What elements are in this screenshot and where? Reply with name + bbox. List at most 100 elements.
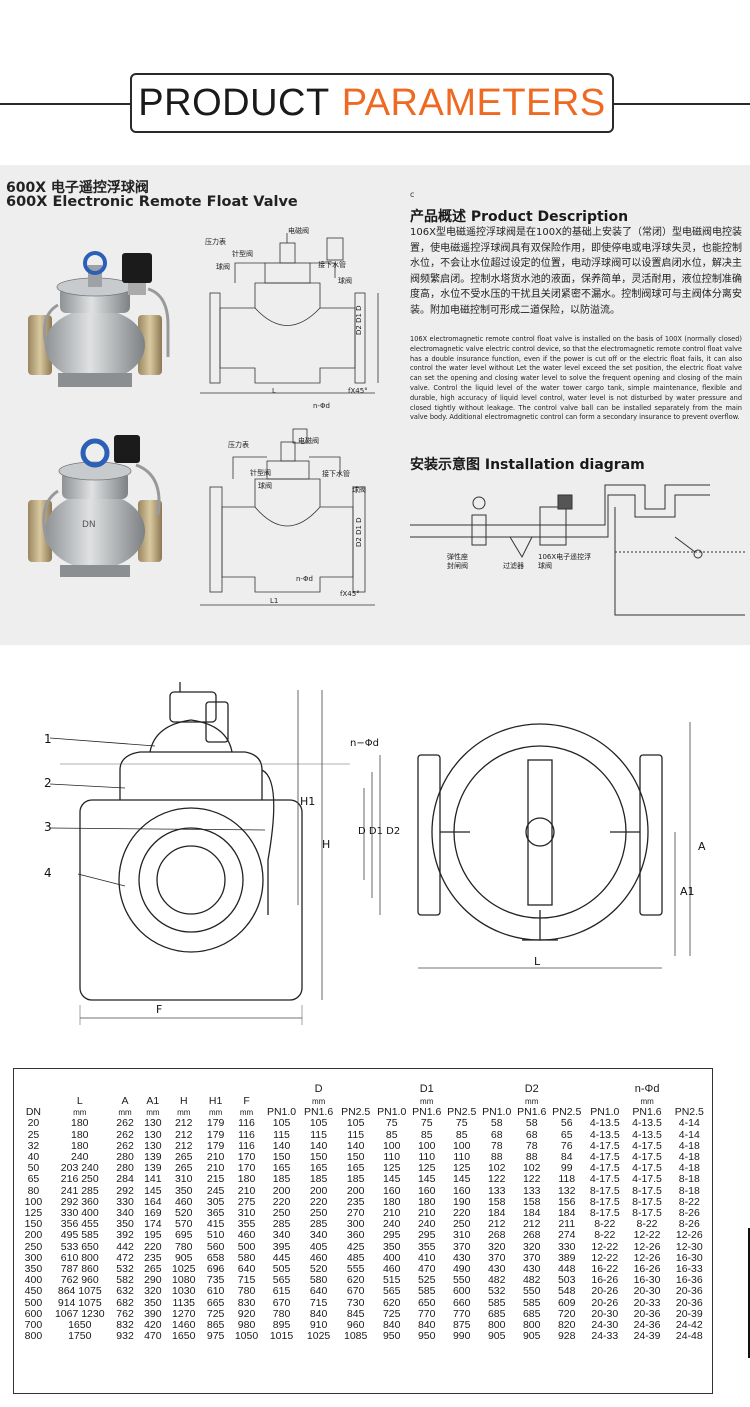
table-cell: 262	[116, 1129, 134, 1141]
label-diameters-1: D2 D1 D	[355, 305, 363, 335]
table-cell: 25	[27, 1129, 40, 1141]
table-cell: 350	[24, 1264, 43, 1276]
spec-table: D D1 D2 n-Φd L A A1 H H1 F mm mm mm mm D…	[18, 1082, 710, 1342]
table-cell: 220	[144, 1241, 162, 1253]
table-cell: 4-17.5	[589, 1140, 620, 1152]
table-cell: 762	[116, 1308, 134, 1320]
head-dn: DN	[25, 1107, 42, 1119]
table-cell: 8-26	[678, 1219, 700, 1231]
table-cell: 88	[525, 1152, 538, 1164]
table-cell: 914 1075	[57, 1297, 102, 1309]
table-cell: 895	[272, 1320, 291, 1332]
table-cell: 80	[27, 1185, 40, 1197]
table-cell: 99	[560, 1163, 573, 1175]
label-ball-valve-3: 球阀	[258, 482, 272, 490]
table-cell: 160	[382, 1185, 401, 1197]
table-cell: 600	[24, 1308, 43, 1320]
table-cell: 4-13.5	[589, 1129, 620, 1141]
table-cell: 12-26	[633, 1252, 661, 1264]
install-label-float-valve: 106X电子遥控浮球阀	[538, 553, 592, 570]
head-nd: n-Φd	[634, 1083, 660, 1095]
label-drain-2: 接下水管	[322, 470, 350, 478]
table-cell: 185	[272, 1174, 291, 1186]
table-cell: 245	[206, 1185, 225, 1197]
table-cell: 310	[174, 1174, 193, 1186]
table-cell: 305	[206, 1196, 225, 1208]
table-cell: 960	[346, 1320, 365, 1332]
table-cell: 585	[487, 1297, 506, 1309]
table-cell: 550	[452, 1275, 471, 1287]
table-cell: 350	[116, 1219, 134, 1231]
table-cell: 24-42	[675, 1320, 703, 1332]
table-cell: 164	[144, 1196, 162, 1208]
table-cell: 75	[420, 1118, 433, 1130]
table-cell: 270	[346, 1208, 365, 1220]
table-cell: 150	[272, 1152, 291, 1164]
table-cell: 8-22	[636, 1219, 658, 1231]
table-cell: 490	[452, 1264, 471, 1276]
label-diameters-2: D2 D1 D	[355, 517, 363, 547]
table-cell: 410	[417, 1252, 436, 1264]
head-h1: H1	[208, 1096, 223, 1107]
table-cell: 12-30	[675, 1241, 703, 1253]
table-cell: 122	[522, 1174, 541, 1186]
table-cell: 16-26	[633, 1264, 661, 1276]
table-cell: 235	[144, 1252, 162, 1264]
table-cell: 65	[560, 1129, 573, 1141]
table-cell: 65	[27, 1174, 40, 1186]
unit-h: mm	[177, 1108, 191, 1118]
table-cell: 158	[487, 1196, 506, 1208]
table-cell: 102	[487, 1163, 506, 1175]
table-cell: 140	[309, 1140, 328, 1152]
table-cell: 1750	[68, 1331, 92, 1343]
table-cell: 211	[558, 1219, 576, 1231]
table-cell: 905	[487, 1331, 506, 1343]
table-cell: 184	[522, 1208, 541, 1220]
table-cell: 8-17.5	[589, 1185, 620, 1197]
label-chamfer-1: fX45°	[348, 387, 368, 395]
head-d: D	[314, 1083, 323, 1095]
table-cell: 720	[557, 1308, 576, 1320]
table-cell: 4-17.5	[632, 1152, 662, 1164]
table-cell: 165	[272, 1163, 291, 1175]
table-cell: 865	[206, 1320, 225, 1332]
table-header-row-1: D D1 D2 n-Φd	[18, 1082, 710, 1096]
table-cell: 1067 1230	[54, 1308, 105, 1320]
install-label-filter: 过滤器	[503, 562, 524, 570]
table-cell: 1085	[343, 1331, 368, 1343]
section-drawing-lower	[200, 428, 375, 606]
table-cell: 4-17.5	[589, 1152, 620, 1164]
table-cell: 932	[116, 1331, 134, 1343]
table-cell: 470	[417, 1264, 436, 1276]
dim-d: D D1 D2	[358, 826, 401, 837]
installation-heading: 安装示意图 Installation diagram	[410, 457, 645, 473]
table-cell: 820	[557, 1320, 576, 1332]
table-cell: 125	[382, 1163, 401, 1175]
table-cell: 105	[309, 1118, 328, 1130]
table-cell: 470	[144, 1331, 162, 1343]
table-cell: 460	[309, 1252, 328, 1264]
table-cell: 180	[70, 1129, 89, 1141]
table-cell: 533 650	[60, 1241, 99, 1253]
table-cell: 585	[417, 1286, 436, 1298]
table-cell: 56	[560, 1118, 573, 1130]
table-cell: 500	[24, 1297, 43, 1309]
dim-a: A	[698, 840, 706, 853]
table-cell: 145	[417, 1174, 436, 1186]
product-overview-panel: 600X 电子遥控浮球阀 600X Electronic Remote Floa…	[0, 165, 750, 645]
table-cell: 170	[237, 1163, 256, 1175]
dim-f: F	[156, 1003, 163, 1016]
table-cell: 203 240	[60, 1163, 99, 1175]
table-cell: 4-13.5	[589, 1118, 620, 1130]
table-cell: 184	[487, 1208, 506, 1220]
table-cell: 340	[309, 1230, 328, 1242]
table-cell: 800	[522, 1320, 541, 1332]
table-cell: 355	[237, 1219, 256, 1231]
table-cell: 405	[309, 1241, 328, 1253]
table-cell: 116	[238, 1118, 255, 1130]
